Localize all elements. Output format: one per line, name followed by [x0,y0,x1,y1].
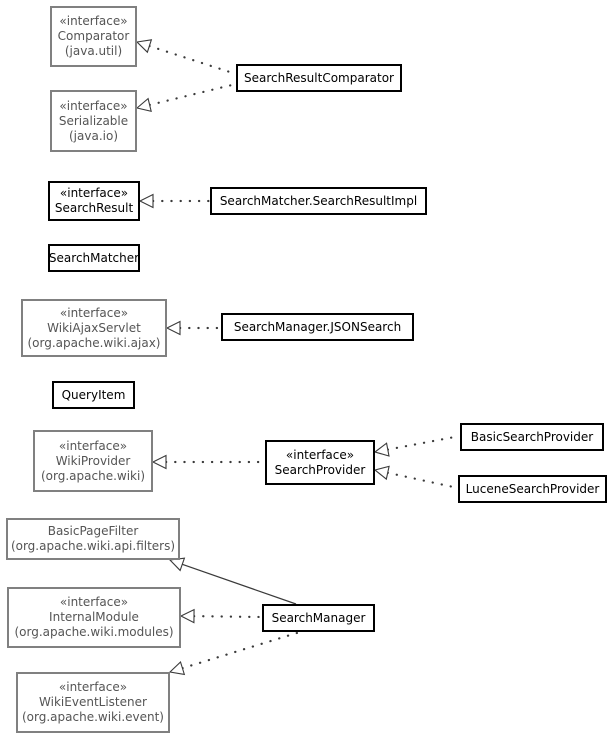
class-package: (org.apache.wiki.ajax) [27,335,161,350]
edge-searchprovider-to-wikiprovider [151,454,267,470]
edge-searchresultcomparator-to-comparator [135,39,238,76]
class-name: SearchResultComparator [244,70,394,85]
class-package: (org.apache.wiki.event) [21,710,164,724]
class-stereotype: «interface» [58,438,128,453]
class-name: QueryItem [61,387,126,402]
class-name: Serializable [58,113,129,128]
class-stereotype: «interface» [59,14,128,28]
class-package: (java.util) [64,44,123,58]
edge-basicsearchprovider-to-searchprovider [373,434,462,457]
class-node-searchresultcomparator[interactable]: SearchResultComparator [236,64,402,92]
class-node-searchmatcher-searchresultimpl[interactable]: SearchMatcher.SearchResultImpl [210,187,427,215]
class-node-searchresult[interactable]: «interface»SearchResult [48,181,140,221]
class-stereotype: «interface» [59,305,129,320]
class-name: LuceneSearchProvider [465,481,600,496]
class-node-searchprovider[interactable]: «interface»SearchProvider [265,440,375,485]
class-node-internalmodule[interactable]: «interface»InternalModule(org.apache.wik… [7,587,181,648]
class-node-searchmatcher[interactable]: SearchMatcher [48,244,140,272]
class-node-wikieventlistener[interactable]: «interface»WikiEventListener(org.apache.… [16,672,170,733]
class-package: (org.apache.wiki.api.filters) [10,539,176,553]
class-stereotype: «interface» [59,186,129,200]
class-node-wikiprovider[interactable]: «interface»WikiProvider(org.apache.wiki) [33,430,153,492]
edge-searchmanager-to-wikieventlistener [168,630,302,676]
class-node-wikiajaxservlet[interactable]: «interface»WikiAjaxServlet(org.apache.wi… [21,299,167,357]
class-name: InternalModule [49,610,139,624]
class-name: WikiAjaxServlet [47,320,141,335]
class-name: WikiProvider [55,453,131,468]
class-name: SearchProvider [274,462,366,477]
class-package: (org.apache.wiki) [40,468,145,483]
class-name: BasicPageFilter [47,524,139,538]
class-node-lucenesearchprovider[interactable]: LuceneSearchProvider [458,475,607,503]
edge-searchmanager-to-basicpagefilter [168,557,297,605]
edge-searchmanager-to-internalmodule [179,608,264,624]
class-stereotype: «interface» [59,98,128,113]
edge-searchresultcomparator-to-serializable [135,82,238,112]
class-name: BasicSearchProvider [470,429,594,444]
class-name: Comparator [57,29,130,43]
class-name: SearchResult [54,201,134,215]
class-name: SearchMatcher [48,250,140,265]
class-node-basicsearchprovider[interactable]: BasicSearchProvider [460,423,604,451]
edge-lucenesearchprovider-to-searchprovider [373,465,460,490]
class-node-comparator[interactable]: «interface»Comparator(java.util) [50,6,137,67]
class-package: (org.apache.wiki.modules) [14,625,174,639]
class-node-searchmanager[interactable]: SearchManager [262,604,375,632]
class-node-serializable[interactable]: «interface»Serializable(java.io) [50,90,137,152]
class-stereotype: «interface» [59,595,129,609]
class-name: WikiEventListener [39,695,147,709]
class-node-queryitem[interactable]: QueryItem [52,381,135,409]
edge-searchmatcher-searchresultimpl-to-searchresult [138,193,212,209]
class-name: SearchManager [271,610,366,625]
class-stereotype: «interface» [285,447,355,462]
class-name: SearchManager.JSONSearch [233,319,402,334]
class-node-basicpagefilter[interactable]: BasicPageFilter(org.apache.wiki.api.filt… [6,518,180,560]
edge-searchmanager-jsonsearch-to-wikiajaxservlet [165,320,223,336]
class-node-searchmanager-jsonsearch[interactable]: SearchManager.JSONSearch [221,313,414,341]
class-package: (java.io) [69,128,118,143]
class-stereotype: «interface» [58,680,128,694]
class-name: SearchMatcher.SearchResultImpl [219,193,418,208]
